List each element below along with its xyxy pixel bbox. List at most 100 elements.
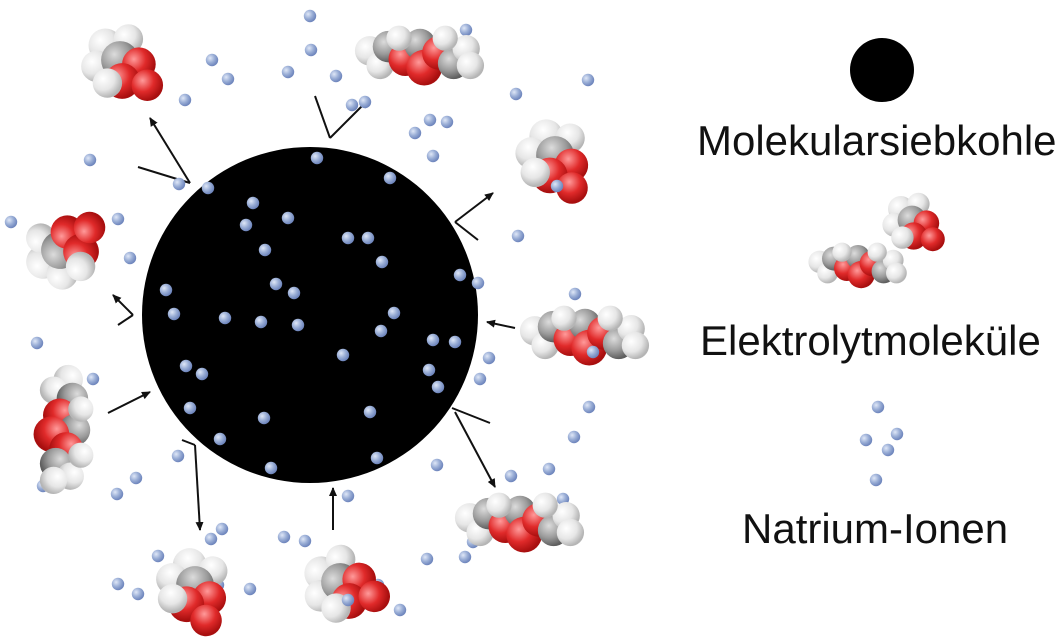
hydrogen-atom	[532, 492, 558, 518]
arrow	[486, 319, 516, 329]
sodium-ion	[586, 345, 600, 359]
electrolyte-molecule	[156, 548, 228, 637]
arrow	[107, 391, 151, 414]
sodium-ion	[171, 449, 185, 463]
sodium-ion	[183, 401, 197, 415]
sodium-ion	[393, 603, 407, 617]
sodium-ion	[550, 179, 564, 193]
sodium-ion	[131, 587, 145, 601]
sodium-ion	[30, 336, 44, 350]
sodium-ion	[123, 251, 137, 265]
hydrogen-atom	[867, 242, 887, 262]
sodium-ion	[440, 115, 454, 129]
sodium-ion	[473, 372, 487, 386]
sodium-ion	[178, 93, 192, 107]
bracket-mark	[181, 439, 196, 446]
legend-electrolyte-symbol	[808, 192, 945, 289]
bracket-mark	[454, 221, 479, 241]
electrolyte-molecule	[81, 24, 164, 101]
legend-carbon-symbol	[850, 38, 914, 102]
sodium-ion	[86, 372, 100, 386]
sodium-ion	[310, 151, 324, 165]
sodium-ion	[83, 153, 97, 167]
carbon-sphere	[142, 147, 478, 483]
legend-molecule-linear	[808, 242, 907, 289]
hydrogen-atom	[551, 305, 577, 331]
sodium-ion	[511, 229, 525, 243]
legend-molecule-cyclic	[882, 192, 945, 252]
hydrogen-atom	[832, 242, 852, 262]
sodium-ion	[269, 277, 283, 291]
sodium-ion	[341, 489, 355, 503]
sodium-ion	[4, 215, 18, 229]
sodium-ion	[542, 462, 556, 476]
sodium-ion	[257, 411, 271, 425]
sodium-ion	[205, 53, 219, 67]
sodium-ion	[195, 367, 209, 381]
sodium-ion	[426, 333, 440, 347]
oxygen-atom	[73, 211, 106, 244]
sodium-ion	[167, 307, 181, 321]
sodium-ion	[504, 469, 518, 483]
hydrogen-atom	[556, 518, 585, 547]
hydrogen-atom	[597, 305, 623, 331]
electrolyte-molecules-group	[26, 24, 650, 637]
sodium-ion	[281, 65, 295, 79]
legend-sodium-symbol	[859, 400, 904, 487]
arrow	[149, 117, 191, 184]
sodium-ion	[329, 69, 343, 83]
electrolyte-molecule	[519, 305, 650, 366]
sodium-ion	[341, 593, 355, 607]
sodium-ion	[204, 532, 218, 546]
oxygen-atom	[556, 172, 588, 204]
sodium-ion	[358, 95, 372, 109]
hydrogen-atom	[157, 584, 188, 614]
bracket-mark	[117, 314, 134, 326]
sodium-ion	[258, 243, 272, 257]
hydrogen-atom	[65, 251, 96, 282]
sodium-ion	[246, 196, 260, 210]
sodium-ion	[111, 577, 125, 591]
sodium-ion	[361, 231, 375, 245]
sodium-ion	[159, 283, 173, 297]
sodium-ion	[110, 487, 124, 501]
sodium-ion	[264, 461, 278, 475]
sodium-ion	[172, 177, 186, 191]
hydrogen-atom	[520, 157, 550, 188]
sodium-ion	[281, 211, 295, 225]
oxygen-atom	[190, 604, 222, 637]
sodium-ion	[111, 212, 125, 226]
sodium-ion	[201, 181, 215, 195]
sodium-ion	[423, 113, 437, 127]
sodium-ion	[254, 315, 268, 329]
sodium-ion	[303, 9, 317, 23]
sodium-ion	[213, 432, 227, 446]
electrolyte-molecule	[304, 544, 391, 623]
sodium-ion	[341, 231, 355, 245]
oxygen-atom	[131, 69, 164, 101]
sodium-ion	[387, 306, 401, 320]
sodium-ion	[430, 458, 444, 472]
sodium-ion	[459, 23, 473, 37]
hydrogen-atom	[432, 25, 458, 51]
sodium-ion	[431, 380, 445, 394]
sodium-ion	[422, 363, 436, 377]
hydrogen-atom	[68, 396, 94, 422]
arrow	[454, 192, 494, 223]
arrow	[112, 294, 134, 316]
electrolyte-molecule	[26, 211, 106, 290]
sodium-ion	[509, 87, 523, 101]
sodium-ion	[304, 43, 318, 57]
sodium-ion	[448, 335, 462, 349]
legend-sodium-ion	[869, 473, 883, 487]
electrolyte-molecule	[33, 364, 94, 495]
sodium-ion	[129, 471, 143, 485]
sodium-ion	[482, 351, 496, 365]
sodium-ion	[375, 255, 389, 269]
sodium-ion	[458, 550, 472, 564]
sodium-ion	[363, 405, 377, 419]
sodium-ion	[151, 549, 165, 563]
sodium-ion	[221, 72, 235, 86]
sodium-ion	[287, 286, 301, 300]
sodium-ion	[408, 126, 422, 140]
